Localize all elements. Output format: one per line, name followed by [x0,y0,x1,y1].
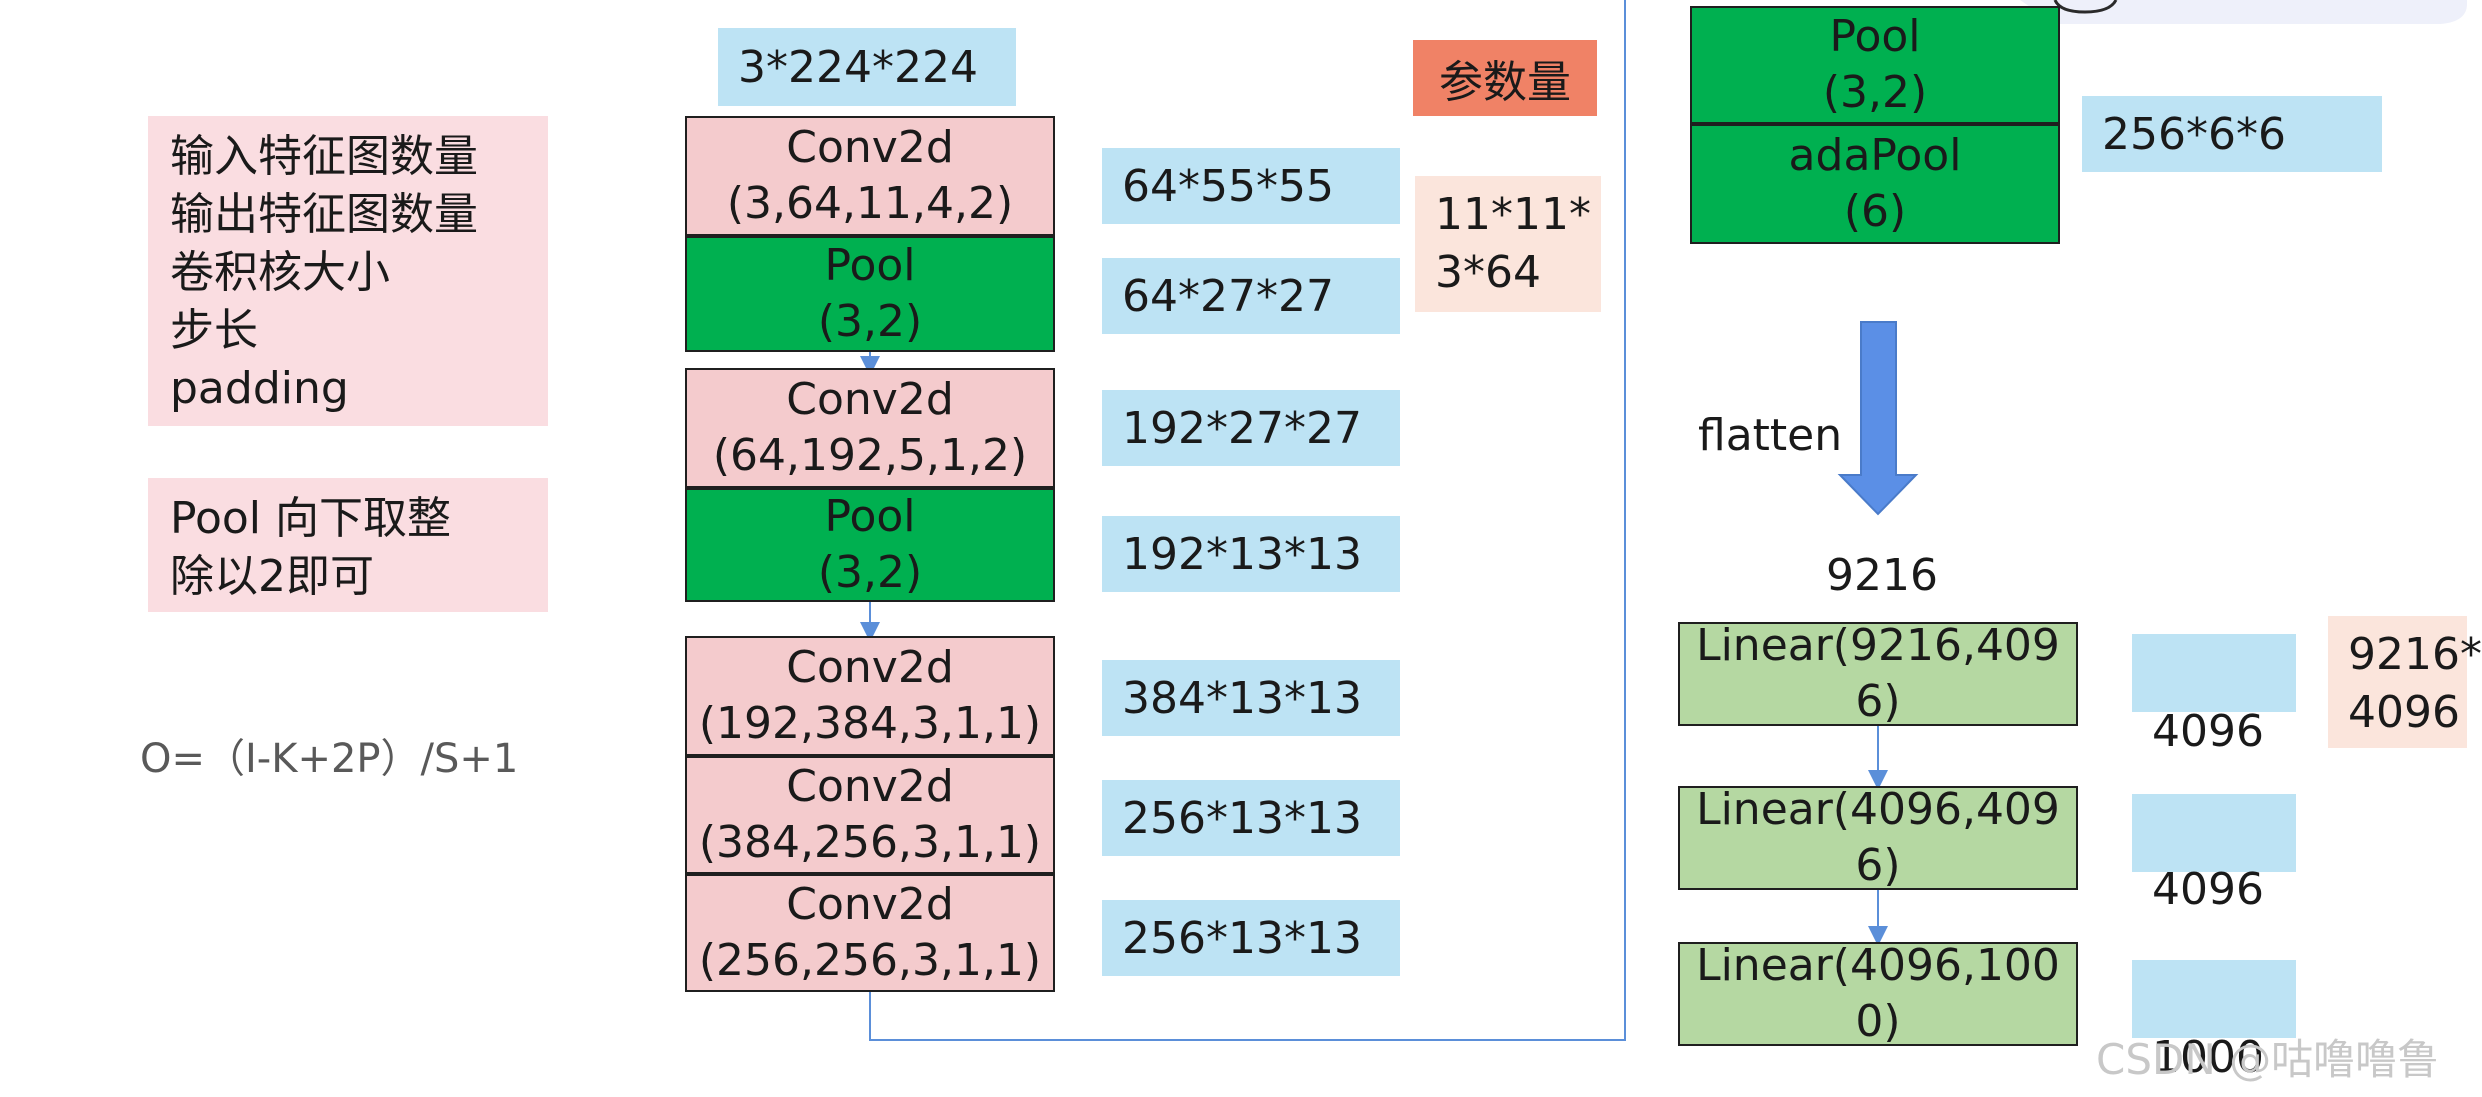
layer-label: Linear(9216,4096) [1696,620,2060,727]
conv3-layer: Conv2d (192,384,3,1,1) [685,636,1055,756]
param-line: 3*64 [1435,247,1541,298]
layer-args: (3,64,11,4,2) [726,178,1014,229]
layer-args: (6) [1843,186,1907,237]
layer-name: Conv2d [786,879,954,930]
layer-args: (3,2) [817,547,923,598]
layer-label: Linear(4096,4096) [1696,784,2060,891]
layer-name: Conv2d [786,122,954,173]
fc2-output-box [2132,794,2296,872]
fc1-output-box [2132,634,2296,712]
pool2-output-shape: 192*13*13 [1102,516,1400,592]
note-line: Pool 向下取整 [170,493,452,544]
flatten-size: 9216 [1826,550,1938,601]
fc2-output-size: 4096 [2152,864,2264,915]
layer-args: (256,256,3,1,1) [698,935,1042,986]
fc3-output-size: 1000 [2152,1032,2264,1083]
layer-name: Pool [824,240,916,291]
layer-label: Linear(4096,1000) [1696,940,2060,1047]
note-line: 卷积核大小 [170,247,390,298]
connector-conv5-to-right-stage [869,0,1626,1041]
conv-params-note: 输入特征图数量 输出特征图数量 卷积核大小 步长 padding [148,116,548,426]
conv4-output-shape: 256*13*13 [1102,780,1400,856]
layer-name: Pool [824,491,916,542]
fc1-layer: Linear(9216,4096) [1678,620,2078,727]
note-line: 输出特征图数量 [170,189,478,240]
layer-args: (192,384,3,1,1) [698,698,1042,749]
layer-args: (3,2) [817,296,923,347]
adapool-output-shape: 256*6*6 [2082,96,2382,172]
note-line: padding [170,363,349,414]
fc1-param-count: 9216* 4096 [2328,616,2482,748]
layer-args: (64,192,5,1,2) [712,430,1028,481]
pool-rule-note: Pool 向下取整 除以2即可 [148,478,548,612]
top-right-panel-fragment [2020,0,2467,24]
pool1-output-shape: 64*27*27 [1102,258,1400,334]
param-line: 4096 [2348,687,2460,738]
pool2-layer: Pool (3,2) [685,488,1055,602]
note-line: 步长 [170,305,258,356]
conv3-output-shape: 384*13*13 [1102,660,1400,736]
fc1-output-size: 4096 [2152,706,2264,757]
note-line: 除以2即可 [170,551,374,602]
fc2-layer: Linear(4096,4096) [1678,784,2078,891]
watermark: CSDN @咕噜噜鲁 [2096,1035,2440,1084]
fc3-output-box [2132,960,2296,1038]
pool1-layer: Pool (3,2) [685,236,1055,352]
conv5-output-shape: 256*13*13 [1102,900,1400,976]
input-shape-box: 3*224*224 [718,28,1016,106]
conv2-layer: Conv2d (64,192,5,1,2) [685,368,1055,488]
layer-name: adaPool [1788,130,1962,181]
layer-name: Conv2d [786,761,954,812]
layer-name: Pool [1829,11,1921,62]
layer-args: (384,256,3,1,1) [698,817,1042,868]
conv4-layer: Conv2d (384,256,3,1,1) [685,756,1055,874]
param-line: 9216* [2348,629,2482,680]
top-circle-fragment-icon [2053,0,2118,14]
param-count-header: 参数量 [1413,40,1597,116]
layer-name: Conv2d [786,374,954,425]
flatten-arrow-icon [1837,321,1919,516]
conv5-layer: Conv2d (256,256,3,1,1) [685,874,1055,992]
note-line: 输入特征图数量 [170,131,478,182]
pool3-layer: Pool (3,2) [1690,6,2060,124]
fc3-layer: Linear(4096,1000) [1678,940,2078,1047]
output-size-formula: O=（I-K+2P）/S+1 [140,736,519,782]
layer-name: Conv2d [786,642,954,693]
conv1-output-shape: 64*55*55 [1102,148,1400,224]
param-line: 11*11* [1435,189,1591,240]
adapool-layer: adaPool (6) [1690,124,2060,244]
flatten-label: flatten [1698,410,1843,461]
conv1-param-count: 11*11* 3*64 [1415,176,1601,312]
layer-args: (3,2) [1822,67,1928,118]
conv1-layer: Conv2d (3,64,11,4,2) [685,116,1055,236]
conv2-output-shape: 192*27*27 [1102,390,1400,466]
